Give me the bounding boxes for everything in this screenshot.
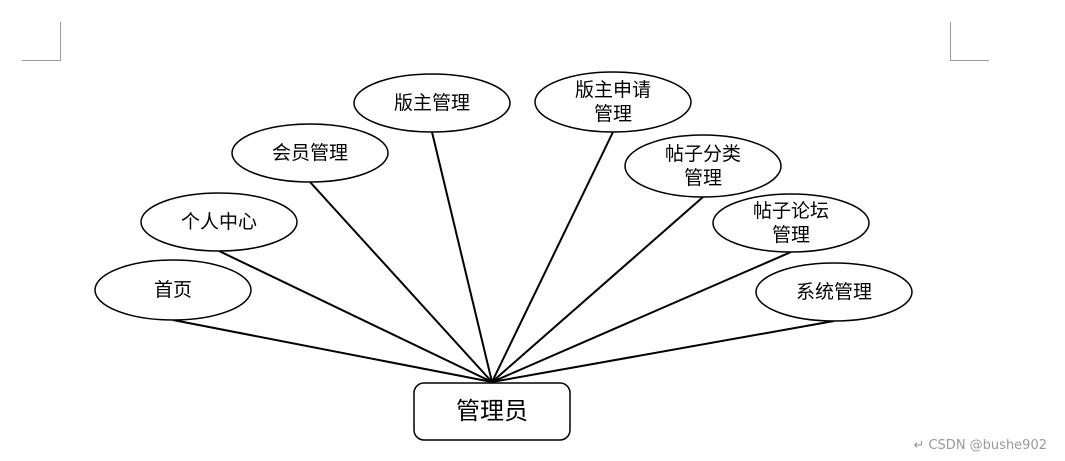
root-label: 管理员 [456, 397, 528, 425]
connector-line-post-cat [491, 196, 704, 383]
node-label-personal: 个人中心 [181, 211, 257, 233]
node-member: 会员管理 [231, 123, 389, 183]
node-label-mod-apply: 管理 [594, 103, 632, 125]
node-ellipse-mod-apply [534, 71, 692, 133]
node-ellipse-member [231, 123, 389, 183]
node-label-system: 系统管理 [796, 281, 872, 303]
node-label-member: 会员管理 [272, 142, 348, 164]
node-personal: 个人中心 [140, 192, 298, 252]
node-ellipse-post-cat [624, 134, 782, 198]
csdn-watermark: ↵ CSDN @bushe902 [913, 438, 1047, 453]
node-label-post-cat: 帖子分类 [665, 143, 741, 165]
connector-line-system [491, 320, 835, 383]
node-label-home: 首页 [154, 279, 192, 301]
node-ellipse-post-forum [712, 193, 870, 253]
node-ellipse-system [755, 262, 913, 322]
node-home: 首页 [94, 259, 252, 321]
node-moderator: 版主管理 [353, 73, 511, 133]
page-corner-mark-left [22, 22, 61, 61]
node-ellipse-home [94, 259, 252, 321]
connector-line-member [309, 181, 493, 383]
node-label-post-cat: 管理 [684, 167, 722, 189]
node-label-post-forum: 帖子论坛 [753, 200, 829, 222]
node-label-post-forum: 管理 [772, 224, 810, 246]
connector-line-post-forum [491, 251, 792, 383]
connector-line-moderator [431, 131, 493, 383]
connector-line-personal [218, 250, 493, 383]
node-ellipse-personal [140, 192, 298, 252]
connector-line-mod-apply [491, 131, 614, 383]
root-node: 管理员 [413, 382, 571, 441]
node-system: 系统管理 [755, 262, 913, 322]
node-label-moderator: 版主管理 [394, 92, 470, 114]
connector-line-home [172, 319, 493, 383]
page-corner-mark-right [950, 22, 989, 61]
node-ellipse-moderator [353, 73, 511, 133]
node-label-mod-apply: 版主申请 [575, 79, 651, 101]
root-box [413, 382, 571, 441]
